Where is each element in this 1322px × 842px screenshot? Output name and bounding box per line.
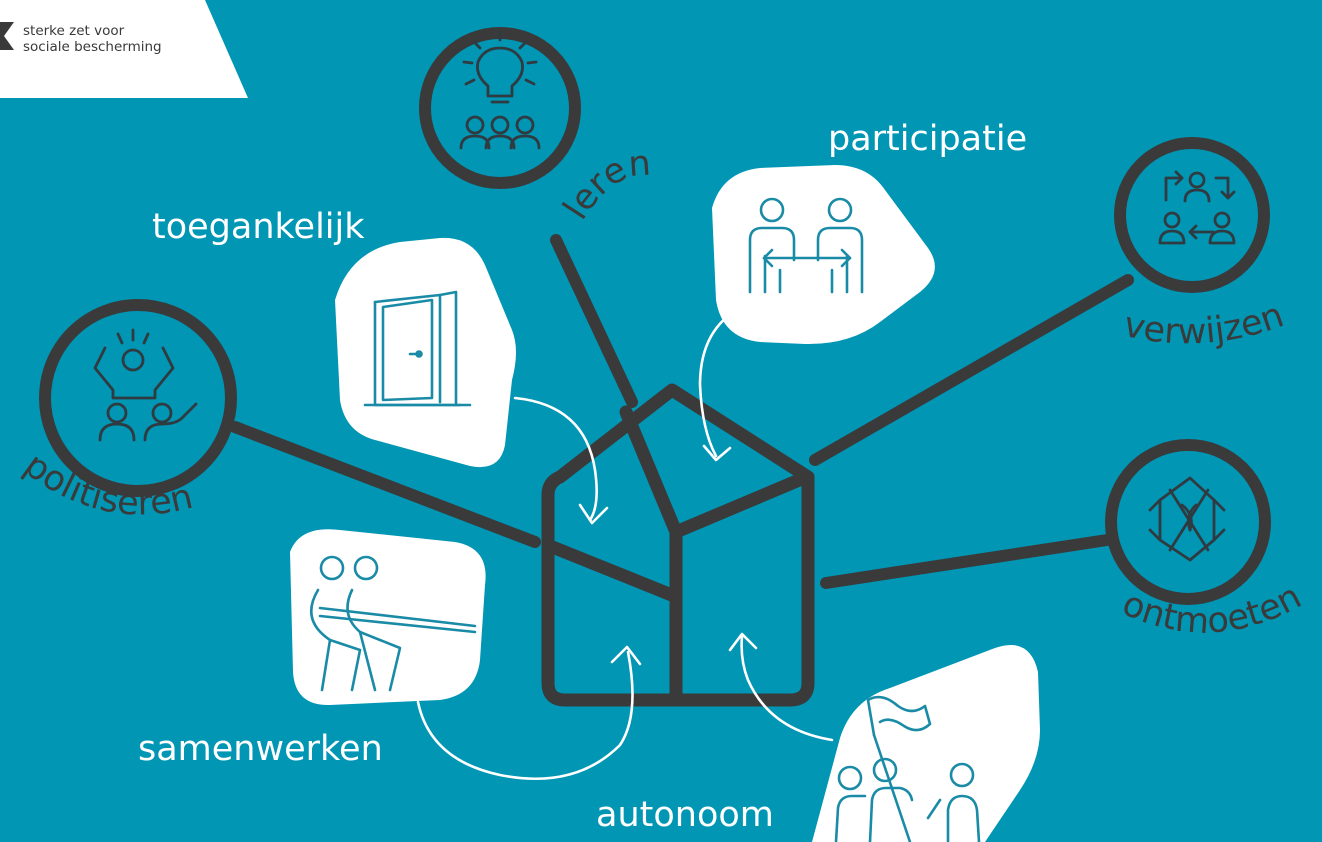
card-samenwerken [290, 529, 642, 781]
house [541, 383, 815, 707]
label-toegankelijk: toegankelijk [152, 207, 365, 247]
logo: sterke zet voor sociale bescherming [0, 0, 248, 98]
referral-icon [1158, 170, 1236, 245]
circle-label-leren: leren [556, 144, 652, 227]
house-floor-divider [543, 539, 681, 603]
circle-verwijzen: verwijzen [1114, 137, 1289, 353]
exchange-people-icon [748, 197, 864, 294]
open-door-icon [363, 290, 472, 407]
card-toegankelijk [335, 237, 609, 525]
arrowhead-autonoom [728, 632, 758, 652]
logo-line-2: sociale bescherming [23, 39, 162, 55]
tug-of-war-icon [310, 555, 477, 692]
circle-label-politiseren: politiseren [17, 445, 197, 524]
circle-label-verwijzen: verwijzen [1120, 295, 1289, 352]
arrow-autonoom [740, 634, 834, 742]
connector-verwijzen [809, 274, 1134, 466]
arrowhead-participatie [702, 444, 732, 462]
circle-politiseren: politiseren [17, 299, 237, 524]
raised-arms-icon [93, 328, 198, 442]
arrowhead-samenwerken [610, 645, 642, 666]
hands-together-icon [1148, 476, 1226, 562]
card-participatie [698, 165, 935, 462]
connectors [229, 234, 1134, 589]
logo-line-1: sterke zet voor [23, 23, 125, 39]
connector-ontmoeten [820, 534, 1113, 589]
connector-leren [550, 234, 638, 408]
lightbulb-group-icon [459, 30, 541, 150]
label-participatie: participatie [828, 119, 1027, 159]
arrow-participatie [698, 306, 742, 458]
label-autonoom: autonoom [596, 795, 774, 835]
label-samenwerken: samenwerken [138, 729, 383, 769]
circle-ontmoeten: ontmoeten [1105, 439, 1308, 642]
house-outline [541, 383, 815, 707]
house-ridge-right [669, 471, 811, 539]
connector-politiseren [229, 421, 541, 548]
card-autonoom [728, 632, 1040, 842]
arrowhead-toegankelijk [578, 503, 609, 525]
logo-mark-icon [0, 22, 14, 50]
flag-group-icon [834, 695, 981, 842]
arrow-toegankelijk [513, 396, 598, 522]
arrow-samenwerken [416, 650, 634, 781]
logo-panel [0, 0, 248, 98]
house-roof-divider [619, 405, 683, 539]
circle-leren: leren [419, 27, 652, 227]
